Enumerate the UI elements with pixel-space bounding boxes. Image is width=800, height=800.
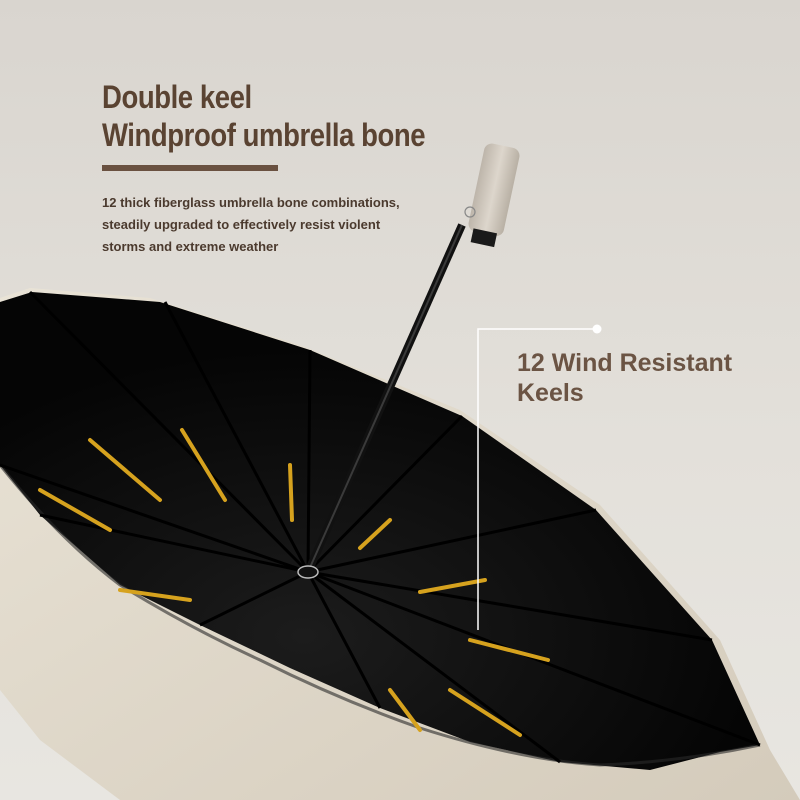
headline-divider (102, 165, 278, 171)
description-line-3: storms and extreme weather (102, 239, 279, 254)
handle (468, 143, 520, 248)
description-line-2: steadily upgraded to effectively resist … (102, 217, 381, 232)
callout-line-1: 12 Wind Resistant (517, 349, 733, 377)
callout-connector (477, 328, 597, 630)
callout-label: 12 Wind Resistant Keels (517, 348, 787, 408)
headline: Double keel Windproof umbrella bone (102, 78, 463, 154)
description: 12 thick fiberglass umbrella bone combin… (102, 192, 462, 258)
rib-accents (38, 428, 550, 737)
runner (297, 565, 319, 579)
headline-line-1: Double keel (102, 79, 252, 115)
callout-line-2: Keels (517, 379, 584, 407)
description-line-1: 12 thick fiberglass umbrella bone combin… (102, 195, 400, 210)
ribs (0, 290, 761, 764)
headline-line-2: Windproof umbrella bone (102, 117, 426, 153)
handle-logo-icon (464, 206, 476, 218)
callout-dot-icon (592, 324, 602, 334)
